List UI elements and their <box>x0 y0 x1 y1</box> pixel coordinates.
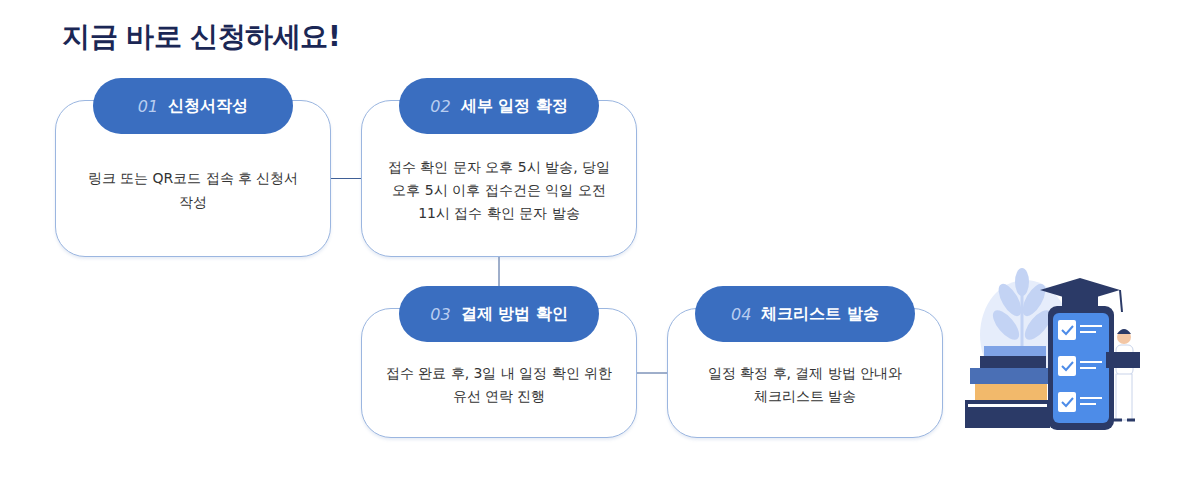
step-description: 접수 완료 후, 3일 내 일정 확인 위한 유선 연락 진행 <box>362 362 636 408</box>
step-title: 결제 방법 확인 <box>461 304 568 325</box>
step-header: 03 결제 방법 확인 <box>399 286 599 342</box>
step-description: 접수 확인 문자 오후 5시 발송, 당일 오후 5시 이후 접수건은 익일 오… <box>362 156 636 225</box>
connector-line <box>637 373 667 374</box>
step-title: 세부 일정 확정 <box>461 96 568 117</box>
step-header: 04 체크리스트 발송 <box>695 286 915 342</box>
step-box: 일정 확정 후, 결제 방법 안내와 체크리스트 발송04체크리스트 발송 <box>667 308 943 438</box>
phone <box>1048 306 1114 430</box>
connector-line <box>331 178 361 179</box>
step-header: 01 신청서작성 <box>93 78 293 134</box>
page-title: 지금 바로 신청하세요! <box>62 18 340 56</box>
step-number: 01 <box>138 97 158 116</box>
step-number: 04 <box>731 305 751 324</box>
step-description: 일정 확정 후, 결제 방법 안내와 체크리스트 발송 <box>668 362 942 408</box>
step-box: 링크 또는 QR코드 접속 후 신청서 작성01신청서작성 <box>55 100 331 257</box>
step-box: 접수 확인 문자 오후 5시 발송, 당일 오후 5시 이후 접수건은 익일 오… <box>361 100 637 257</box>
step-box: 접수 완료 후, 3일 내 일정 확인 위한 유선 연락 진행03결제 방법 확… <box>361 308 637 438</box>
step-number: 02 <box>430 97 450 116</box>
step-header: 02 세부 일정 확정 <box>399 78 599 134</box>
graduation-cap <box>1040 278 1122 312</box>
step-title: 신청서작성 <box>168 96 248 117</box>
step-description: 링크 또는 QR코드 접속 후 신청서 작성 <box>56 167 330 213</box>
step-title: 체크리스트 발송 <box>761 304 879 325</box>
step-number: 03 <box>430 305 450 324</box>
books <box>965 346 1050 428</box>
person <box>1106 329 1140 420</box>
